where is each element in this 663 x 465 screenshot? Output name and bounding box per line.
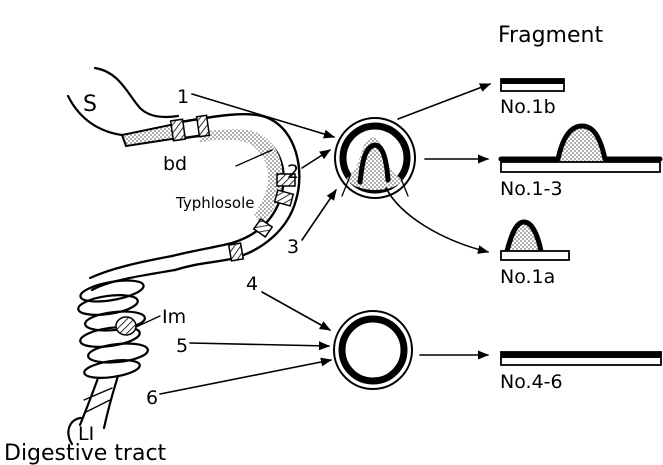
label-bile-duct: bd (163, 153, 187, 175)
fragment-label-1b: No.1b (500, 96, 556, 118)
cross-section-upper (335, 118, 415, 198)
arrow-site-4 (262, 292, 330, 330)
label-stomach: S (83, 92, 97, 117)
cross-section-lower (334, 311, 412, 389)
arrow-site-5 (190, 343, 329, 346)
site-label-1: 1 (177, 86, 189, 108)
site-label-6: 6 (146, 387, 158, 409)
arrow-site-3 (302, 190, 336, 240)
arrow-to-1a (386, 188, 488, 252)
intestine-coils (68, 256, 175, 444)
arrow-to-1b (398, 84, 490, 119)
site-label-2: 2 (287, 161, 299, 183)
fragment-1b (501, 79, 564, 91)
diagram-title: Fragment (498, 23, 603, 48)
fragment-label-4-6: No.4-6 (500, 371, 563, 393)
fragment-1a (501, 222, 569, 260)
label-typhlosole: Typhlosole (175, 194, 254, 212)
fragment-label-1a: No.1a (500, 266, 555, 288)
bile-duct-segment (122, 124, 178, 146)
fragment-1-3 (501, 126, 660, 172)
label-intestine-mid: Im (162, 306, 186, 328)
intestine-tube (171, 114, 300, 270)
fragment-label-1-3: No.1-3 (500, 178, 563, 200)
arrows (160, 84, 490, 394)
site-label-5: 5 (176, 335, 188, 357)
fragment-4-6 (501, 352, 661, 365)
site-label-3: 3 (287, 236, 299, 258)
arrow-site-6 (160, 360, 331, 394)
label-large-intestine: LI (78, 423, 94, 445)
arrow-site-2 (302, 150, 330, 168)
site-label-4: 4 (246, 273, 258, 295)
